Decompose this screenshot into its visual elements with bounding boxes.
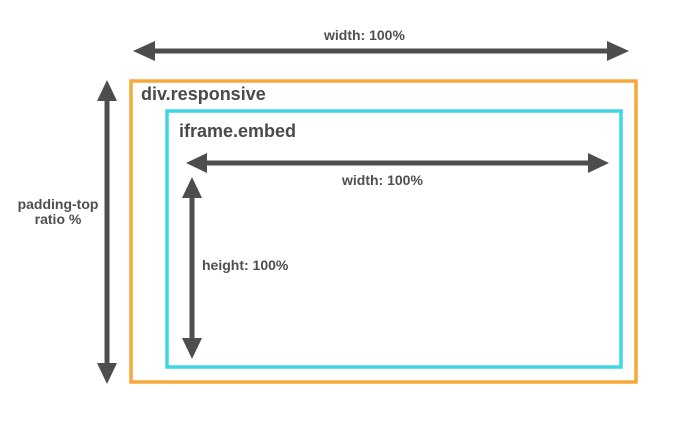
outer-height-arrow — [97, 80, 117, 384]
outer-width-label: width: 100% — [324, 27, 405, 43]
outer-height-label-line2: ratio % — [34, 211, 82, 227]
inner-height-arrow — [182, 177, 202, 359]
outer-box — [129, 79, 638, 384]
outer-width-arrow — [133, 41, 629, 61]
outer-box-title: div.responsive — [141, 84, 266, 104]
inner-box-title: iframe.embed — [179, 121, 297, 141]
inner-width-label: width: 100% — [342, 172, 423, 188]
inner-width-arrow — [186, 153, 609, 173]
outer-height-label-line1: padding-top — [17, 196, 99, 212]
inner-box — [165, 109, 623, 369]
outer-height-label: padding-top ratio % — [6, 197, 110, 227]
inner-height-label: height: 100% — [202, 257, 289, 273]
